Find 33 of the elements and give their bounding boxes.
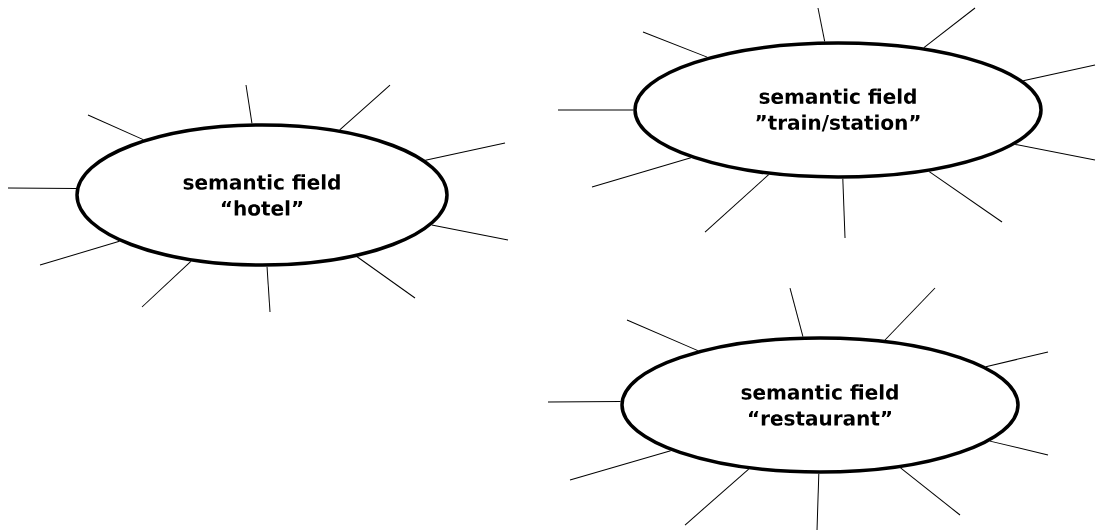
spoke-line: [87, 114, 144, 141]
spoke-line: [816, 473, 820, 531]
spoke-line: [356, 256, 416, 299]
spoke-line: [985, 351, 1049, 368]
spoke-line: [424, 142, 506, 161]
ellipse-node: semantic field “hotel”: [75, 123, 449, 267]
spoke-line: [789, 287, 804, 337]
spoke-line: [923, 7, 976, 49]
spoke-line: [266, 266, 271, 313]
spoke-line: [684, 468, 750, 526]
spoke-line: [842, 178, 846, 239]
spoke-line: [7, 187, 77, 189]
spoke-line: [1014, 143, 1096, 161]
spoke-line: [704, 174, 770, 233]
spoke-line: [817, 7, 826, 42]
spoke-line: [626, 319, 699, 352]
spoke-line: [339, 84, 391, 131]
ellipse-node: semantic field ”train/station”: [633, 41, 1043, 179]
ellipse-node: semantic field “restaurant”: [620, 336, 1020, 474]
spoke-line: [900, 467, 961, 516]
spoke-line: [431, 224, 509, 241]
spoke-line: [884, 287, 936, 341]
spoke-line: [928, 171, 1003, 223]
spoke-line: [39, 240, 120, 266]
spoke-line: [141, 260, 192, 308]
spoke-line: [1022, 64, 1096, 82]
spoke-line: [642, 31, 708, 58]
spoke-line: [245, 84, 253, 124]
spoke-line: [591, 157, 692, 188]
spoke-line: [989, 440, 1049, 456]
spoke-line: [547, 401, 621, 403]
spoke-line: [569, 450, 672, 481]
spoke-line: [557, 109, 634, 111]
